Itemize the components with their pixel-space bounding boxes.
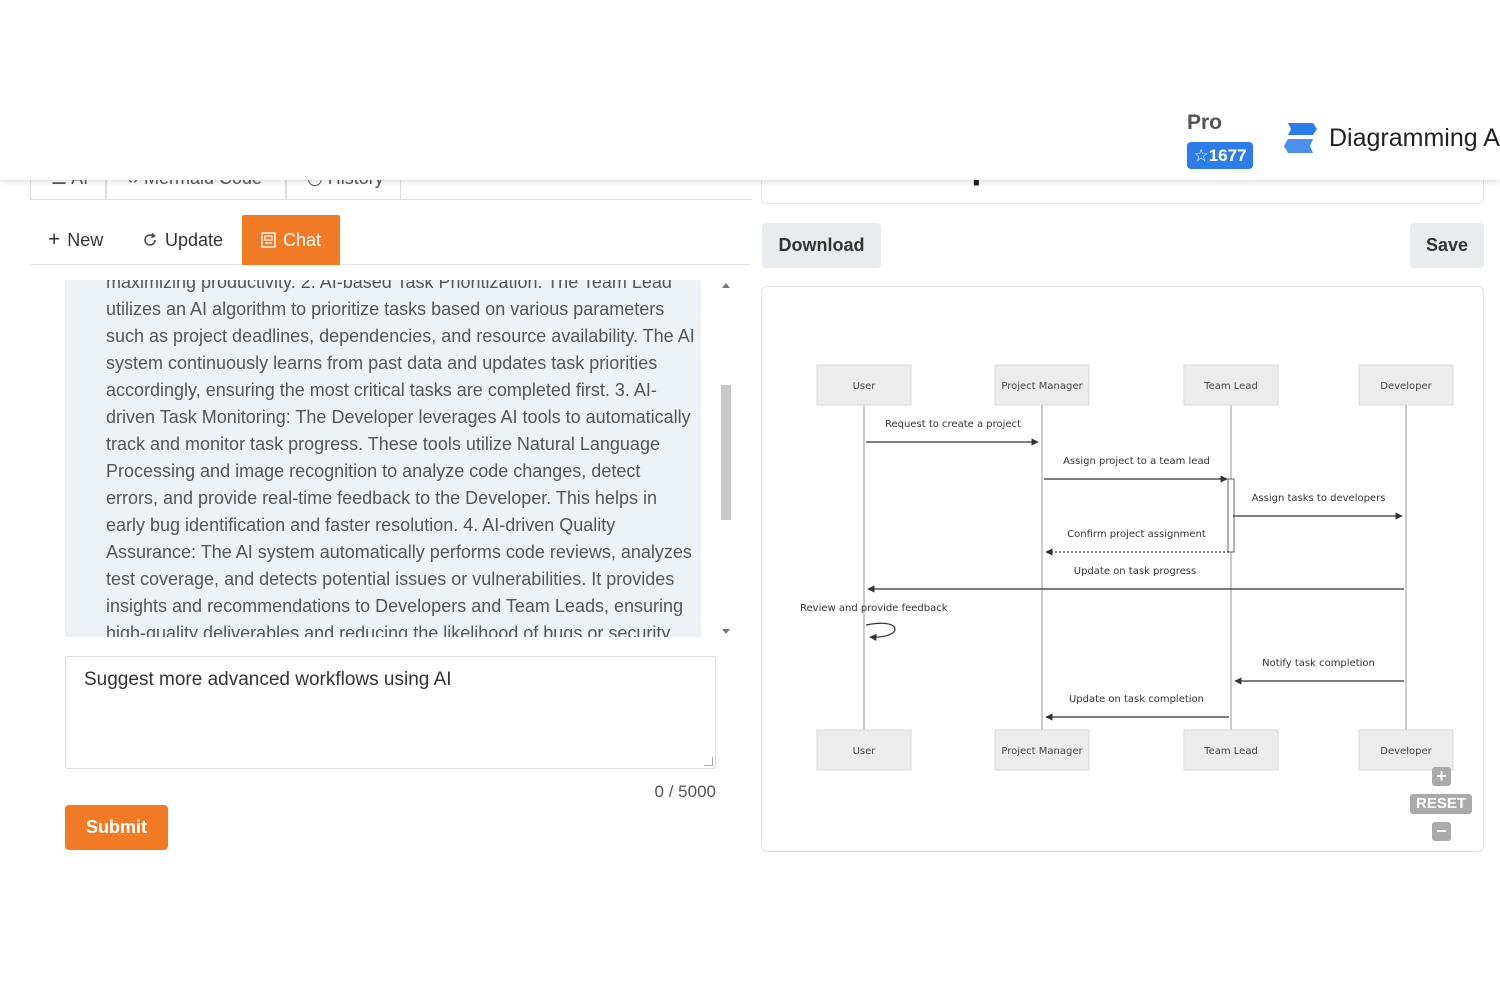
character-counter: 0 / 5000 xyxy=(654,782,716,801)
participant-box xyxy=(1183,729,1279,771)
participant-box xyxy=(1358,729,1454,771)
message-label: Review and provide feedback xyxy=(800,603,948,614)
prompt-input[interactable] xyxy=(65,656,716,769)
chat-button[interactable]: Chat xyxy=(242,215,340,265)
message-label: Update on task completion xyxy=(1069,694,1204,705)
pro-block[interactable]: Pro ☆1677 xyxy=(1187,110,1257,169)
participant-label: Developer xyxy=(1380,381,1432,392)
message-label: Request to create a project xyxy=(885,419,1021,430)
pro-label[interactable]: Pro xyxy=(1187,111,1223,134)
zoom-in-button[interactable]: + xyxy=(1432,767,1451,786)
message-label: Assign tasks to developers xyxy=(1252,493,1386,504)
participant-label: Project Manager xyxy=(1001,381,1083,392)
new-button[interactable]: + New xyxy=(48,215,103,265)
brand-logo-icon[interactable] xyxy=(1282,120,1320,156)
update-label: Update xyxy=(165,230,224,250)
participant-box xyxy=(816,729,912,771)
self-message-arrow xyxy=(865,622,896,641)
participant-label: Team Lead xyxy=(1203,746,1258,757)
update-button[interactable]: Update xyxy=(142,215,223,265)
participant-label: User xyxy=(853,381,877,392)
scroll-up-arrow-icon[interactable] xyxy=(722,283,730,288)
message-label: Notify task completion xyxy=(1262,658,1375,669)
new-label: New xyxy=(67,230,104,250)
action-tabs: + New Update Chat xyxy=(30,215,750,265)
app-header: Pro ☆1677 Diagramming AI xyxy=(0,0,1500,180)
save-button[interactable]: Save xyxy=(1410,223,1484,268)
participant-box xyxy=(994,364,1090,406)
refresh-icon xyxy=(144,232,156,246)
participant-box xyxy=(816,364,912,406)
chat-label: Chat xyxy=(282,230,322,250)
github-star-badge[interactable]: ☆1677 xyxy=(1187,142,1253,169)
participant-label: User xyxy=(853,746,877,757)
plus-icon: + xyxy=(48,228,61,251)
resize-handle[interactable] xyxy=(704,757,713,766)
app-title: Diagramming AI xyxy=(1329,124,1500,152)
participant-box xyxy=(1358,364,1454,406)
scroll-down-arrow-icon[interactable] xyxy=(722,629,730,634)
participant-label: Project Manager xyxy=(1001,746,1083,757)
chat-message-bubble: maximizing productivity. 2. AI-based Tas… xyxy=(65,280,701,637)
robot-icon xyxy=(261,232,276,248)
chat-scrollbar[interactable] xyxy=(718,280,734,637)
participant-box xyxy=(1183,364,1279,406)
submit-button[interactable]: Submit xyxy=(65,805,168,850)
participant-label: Team Lead xyxy=(1203,381,1258,392)
participant-label: Developer xyxy=(1380,746,1432,757)
participant-box xyxy=(994,729,1090,771)
zoom-reset-button[interactable]: RESET xyxy=(1410,794,1472,814)
message-label: Confirm project assignment xyxy=(1067,529,1206,540)
scroll-thumb[interactable] xyxy=(721,385,731,520)
message-label: Assign project to a team lead xyxy=(1063,456,1210,467)
download-button[interactable]: Download xyxy=(762,223,881,268)
message-label: Update on task progress xyxy=(1074,566,1196,577)
chat-message-text: maximizing productivity. 2. AI-based Tas… xyxy=(106,280,695,637)
star-count: 1677 xyxy=(1208,146,1247,165)
zoom-out-button[interactable]: − xyxy=(1432,822,1451,841)
